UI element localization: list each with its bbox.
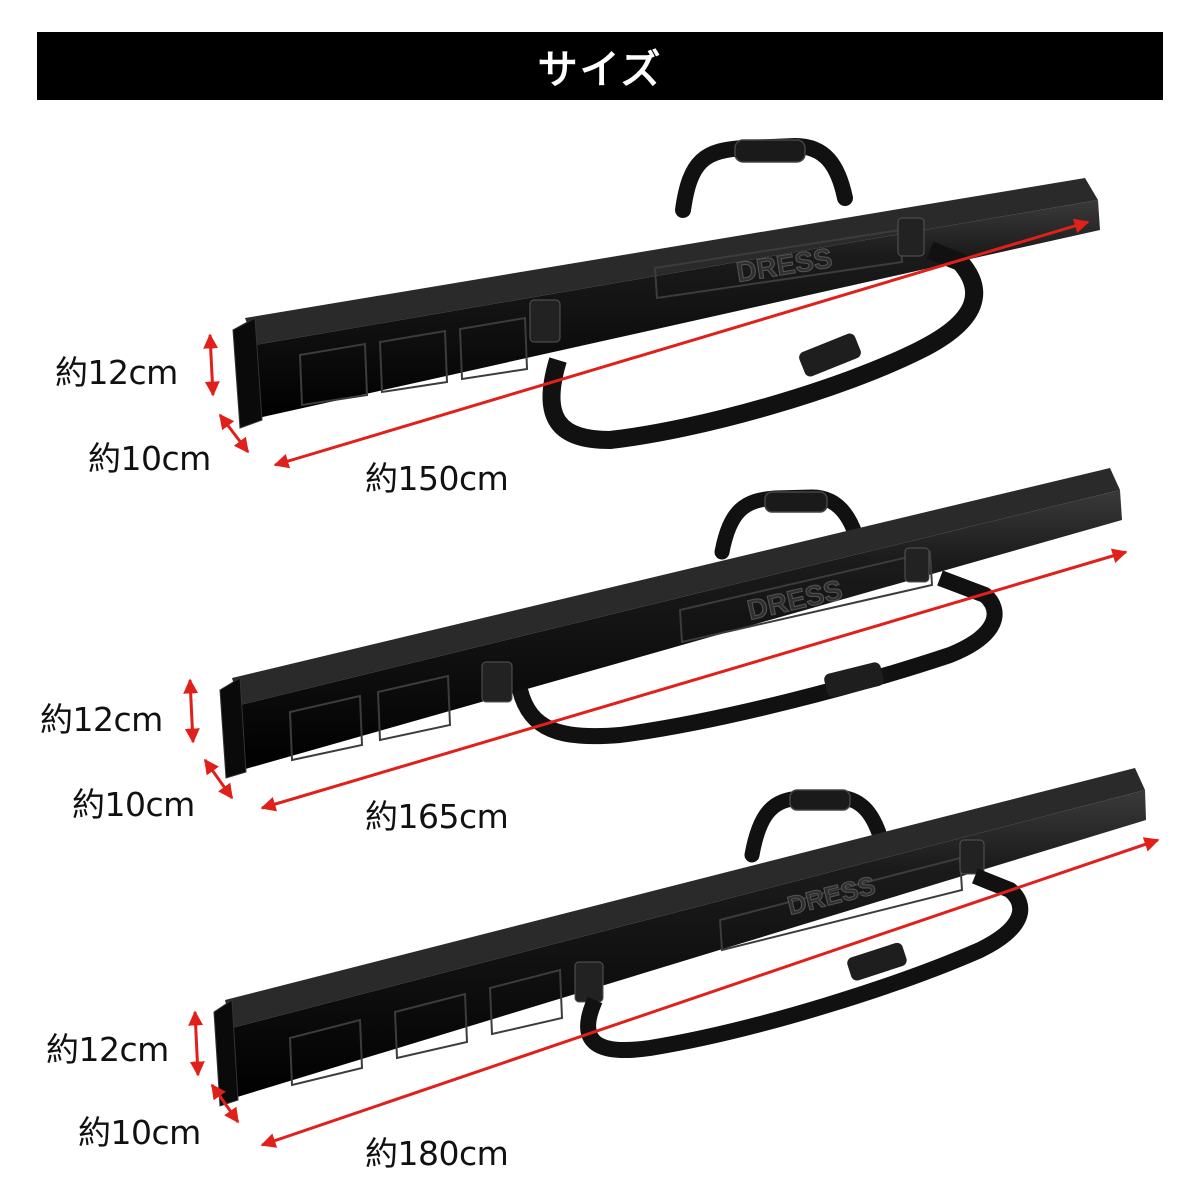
header-bar: サイズ — [37, 32, 1163, 100]
length-arrow — [273, 218, 1090, 469]
height-arrow — [188, 1010, 205, 1077]
length-label: 約150cm — [365, 459, 509, 498]
depth-label: 約10cm — [72, 785, 195, 824]
length-arrow — [260, 548, 1128, 812]
depth-label: 約10cm — [78, 1113, 201, 1152]
depth-arrow — [210, 1083, 240, 1124]
rod-case-180: DRESS — [188, 768, 1160, 1148]
height-arrow — [183, 678, 200, 744]
depth-arrow — [218, 413, 250, 454]
length-label: 約165cm — [365, 797, 509, 836]
depth-arrow — [203, 758, 234, 800]
length-arrow — [260, 837, 1160, 1148]
rod-case-150: DRESS — [203, 137, 1100, 469]
length-label: 約180cm — [365, 1134, 509, 1173]
height-label: 約12cm — [55, 353, 178, 392]
rod-case-165: DRESS — [183, 468, 1128, 812]
page-title: サイズ — [537, 47, 663, 93]
depth-label: 約10cm — [88, 439, 211, 478]
height-label: 約12cm — [46, 1030, 169, 1069]
height-arrow — [203, 333, 220, 397]
height-label: 約12cm — [40, 700, 163, 739]
